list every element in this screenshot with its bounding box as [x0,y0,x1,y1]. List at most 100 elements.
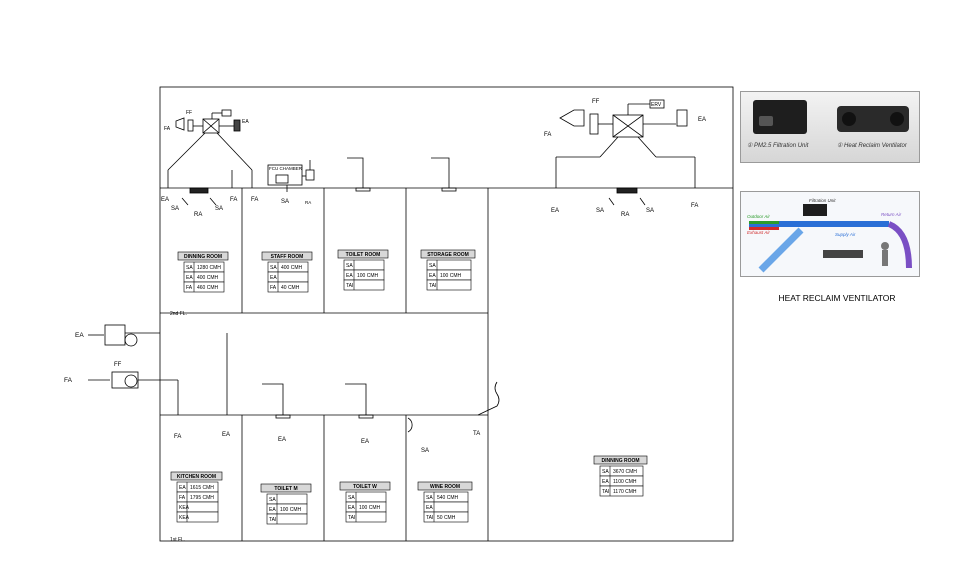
wine-supply-diffuser [407,417,413,433]
fa-label: FA [251,197,258,203]
row-key: TAI [426,515,433,521]
row-value: 1615 CMH [190,485,214,491]
row-key: EA [429,273,436,279]
row-key: SA [269,497,276,503]
row-key: EA [179,485,186,491]
row-key: FA [270,285,277,291]
ea-label: EA [75,332,84,339]
row-key: TAI [602,489,609,495]
filtration-unit-label: Filtration Unit [809,198,836,203]
fa-label: FA [174,434,181,440]
room-title: KITCHEN ROOM [177,474,216,480]
sa-label: SA [215,206,223,212]
table-row [343,279,385,291]
exhaust-fan [88,324,160,347]
sa-label: SA [171,206,179,212]
row-key: TAI [429,283,436,289]
row-value: 400 CMH [197,275,219,281]
sa-label: SA [596,208,604,214]
room-title-box [339,481,391,491]
row-value: 100 CMH [280,507,302,513]
row-value: 540 CMH [437,495,459,501]
photo-caption-hrv: ① Heat Reclaim Ventilator [837,143,907,149]
room-title-box [420,249,476,259]
room-title: DINNING ROOM [184,254,222,260]
hrv-caption: HEAT RECLAIM VENTILATOR [778,293,896,303]
ea-label: EA [161,197,169,203]
row-key: KEA [179,505,190,511]
row-value: 100 CMH [357,273,379,279]
sa-label: SA [646,208,654,214]
exhaust-air-label: Exhaust Air [747,230,770,235]
transfer-duct [477,381,500,416]
row-key: FA [179,495,186,501]
fa-label: FA [64,377,73,384]
exhaust-branch-toilet-w [345,383,367,415]
room-title-box [261,251,313,261]
row-value: 1170 CMH [613,489,637,495]
return-air-label: Return Air [881,212,902,217]
floor-label-1f: 1st FL. [170,537,185,543]
row-key: SA [348,495,355,501]
room-title: TOILET ROOM [346,252,381,258]
row-value: 3670 CMH [613,469,637,475]
table-row [266,513,308,525]
exhaust-grille [441,187,457,192]
table-row [599,485,644,497]
row-key: SA [346,263,353,269]
row-key: EA [269,507,276,513]
fa-label: FA [544,132,551,138]
row-key: EA [346,273,353,279]
row-key: SA [270,265,277,271]
row-key: KEA [179,515,190,521]
table-row [423,511,469,523]
row-key: EA [348,505,355,511]
row-value: 100 CMH [359,505,381,511]
ea-label: EA [361,439,369,445]
table-row [176,511,219,523]
ea-label: EA [698,117,706,123]
row-value: 400 CMH [281,265,303,271]
room-title: DINNING ROOM [601,458,639,464]
floor-label-2f: 2nd FL. [170,311,187,317]
return-grille [189,187,209,194]
photo-caption-filtration: ① PM2.5 Filtration Unit [747,143,809,149]
room-title: STAFF ROOM [271,254,304,260]
row-key: EA [270,275,277,281]
table-row [345,511,387,523]
room-title: WINE ROOM [430,484,460,490]
row-value: 460 CMH [197,285,219,291]
outdoor-air-label: Outdoor Air [747,214,770,219]
exhaust-branch-toilet-2f [347,157,364,188]
air-duct [749,221,889,227]
exhaust-branch-toilet-m [262,383,284,415]
return-grille [616,187,638,194]
hrv-airflow-illustration: Filtration Unit Outdoor Air Exhaust Air … [740,191,920,277]
ea-label: EA [242,119,249,125]
ta-label: TA [473,431,480,437]
exhaust-branch-storage [431,157,450,188]
fresh-air-fan [88,333,228,415]
erv-label: ERV [651,102,662,108]
exhaust-grille [355,187,371,192]
room-title-box [170,471,223,481]
row-key: SA [429,263,436,269]
hrv-unit-image [837,106,909,132]
fcu-chamber-label: FCU CHAMBER [269,166,303,171]
ea-label: EA [222,432,230,438]
row-key: EA [602,479,609,485]
erv-unit-right [555,99,696,188]
row-value: 1795 CMH [190,495,214,501]
ea-label: EA [551,208,559,214]
row-key: EA [426,505,433,511]
fa-label: FA [691,203,698,209]
row-value: 50 CMH [437,515,456,521]
ff-label-1f: FF [114,362,122,368]
row-key: SA [602,469,609,475]
room-title: STORAGE ROOM [427,252,469,258]
